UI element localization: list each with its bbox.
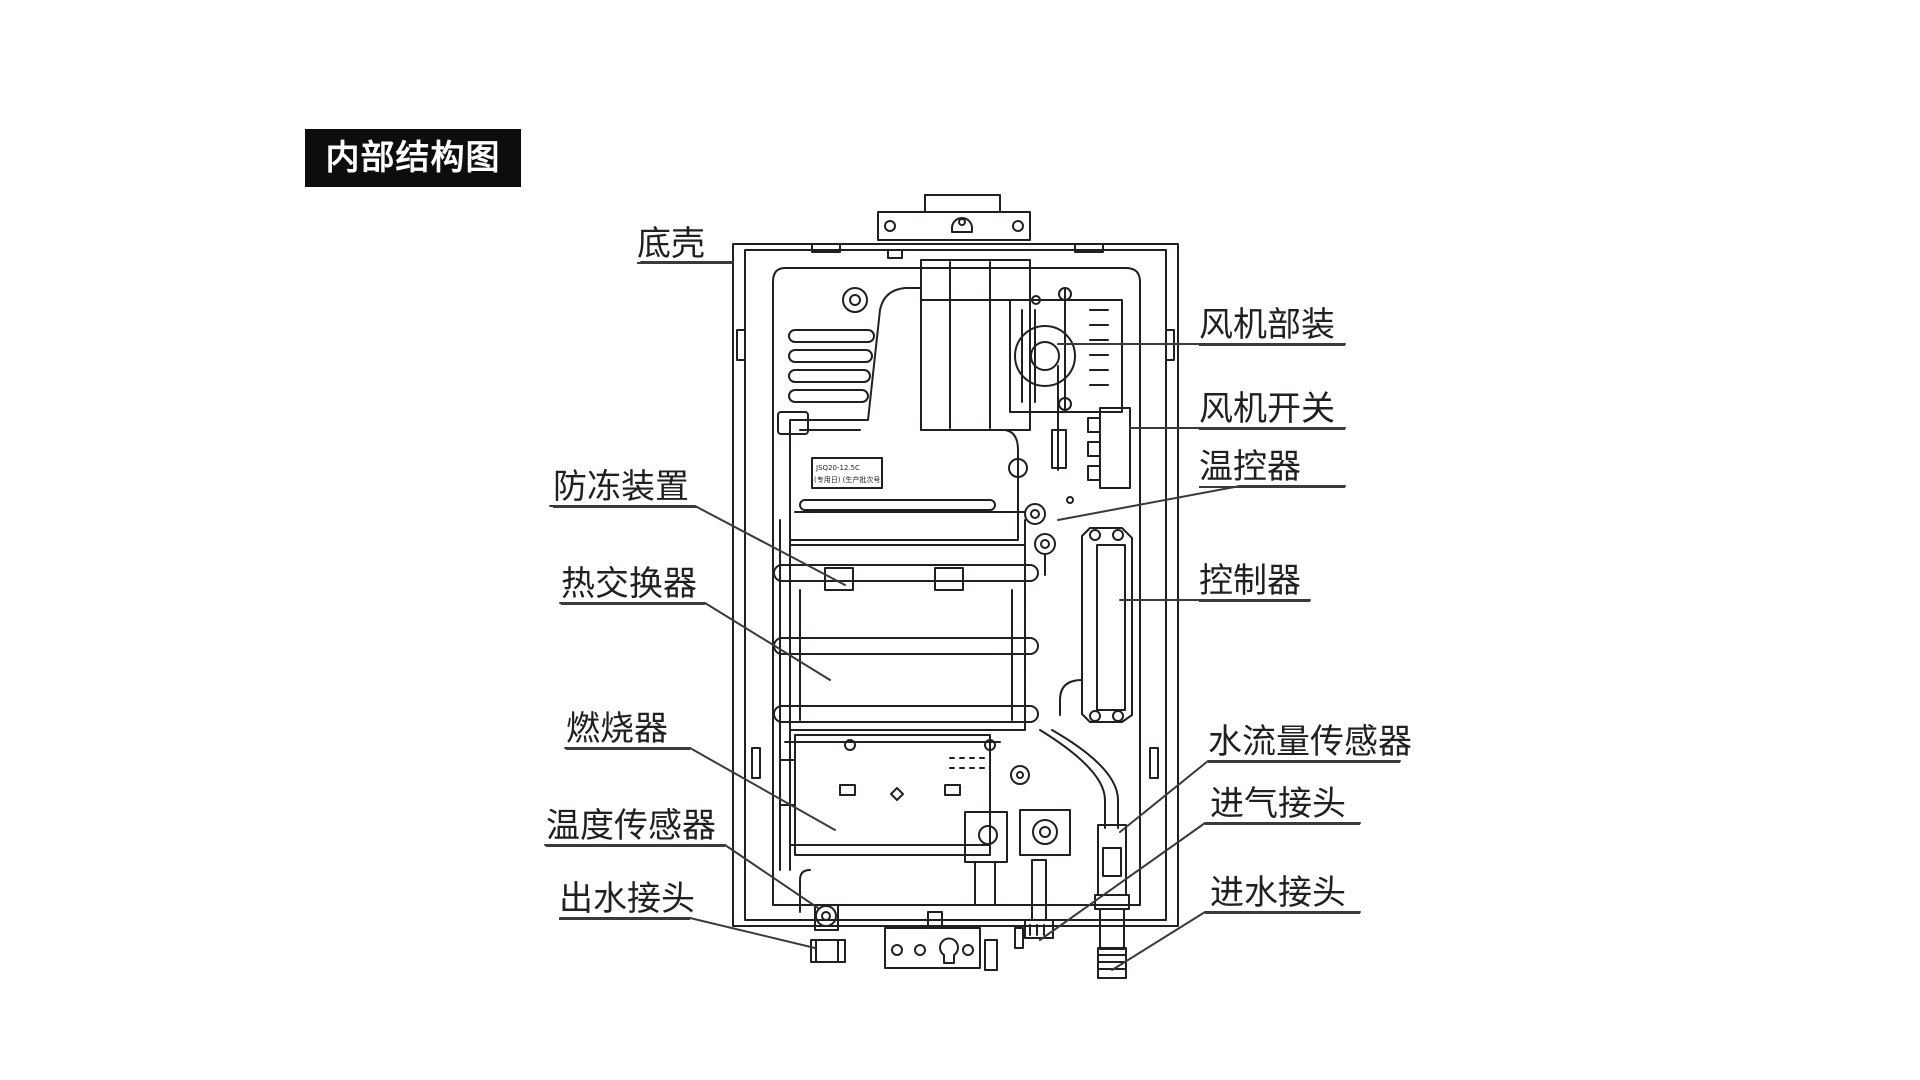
nameplate-line-1: JSQ20-12.5C	[815, 464, 860, 472]
gas-valve	[964, 809, 1071, 939]
underline-temp-sensor	[546, 845, 725, 847]
outer-shell	[732, 243, 1179, 927]
underline-fan-switch	[1199, 428, 1345, 430]
underline-water-inlet	[1205, 912, 1360, 914]
bottom-mounting-bracket	[884, 911, 1024, 971]
heat-exchanger	[773, 511, 1039, 871]
underline-controller	[1199, 600, 1310, 602]
underline-burner	[566, 748, 690, 750]
label-fan-switch: 风机开关	[1199, 389, 1335, 429]
antifreeze-device	[1024, 365, 1074, 591]
underline-water-outlet	[559, 918, 690, 920]
underline-heat-exchanger	[561, 603, 705, 605]
label-water-outlet: 出水接头	[559, 879, 695, 919]
label-heat-exchanger: 热交换器	[561, 564, 697, 604]
water-outlet-fitting	[799, 869, 846, 963]
nameplate-line-2: (专用日) (生产批次号)	[814, 475, 883, 484]
label-antifreeze: 防冻装置	[553, 467, 689, 507]
diagram-title: 内部结构图	[305, 129, 521, 187]
underline-shell	[637, 262, 733, 264]
left-fins	[788, 329, 875, 403]
top-mounting-bracket	[877, 194, 1031, 241]
label-thermostat: 温控器	[1199, 447, 1301, 487]
leader-thermostat	[1057, 485, 1346, 521]
underline-gas-inlet	[1205, 823, 1360, 825]
leader-water-outlet	[559, 917, 816, 949]
exhaust-hood	[777, 287, 1028, 541]
label-temp-sensor: 温度传感器	[546, 806, 716, 846]
label-shell: 底壳	[637, 224, 705, 264]
leader-lines	[544, 261, 1401, 971]
burner	[779, 734, 1030, 856]
label-fan-assembly: 风机部装	[1199, 305, 1335, 345]
fan-switch	[1087, 407, 1131, 489]
underline-water-flow-sensor	[1208, 761, 1400, 763]
controller-box	[1059, 527, 1133, 723]
underline-fan-assembly	[1199, 344, 1345, 346]
label-gas-inlet: 进气接头	[1210, 784, 1346, 824]
water-pipe	[1039, 729, 1119, 829]
label-controller: 控制器	[1199, 561, 1301, 601]
water-flow-sensor	[1094, 824, 1130, 979]
label-water-flow-sensor: 水流量传感器	[1208, 722, 1412, 762]
underline-thermostat	[1199, 486, 1345, 488]
underline-antifreeze	[553, 506, 698, 508]
label-burner: 燃烧器	[566, 709, 668, 749]
label-water-inlet: 进水接头	[1210, 873, 1346, 913]
